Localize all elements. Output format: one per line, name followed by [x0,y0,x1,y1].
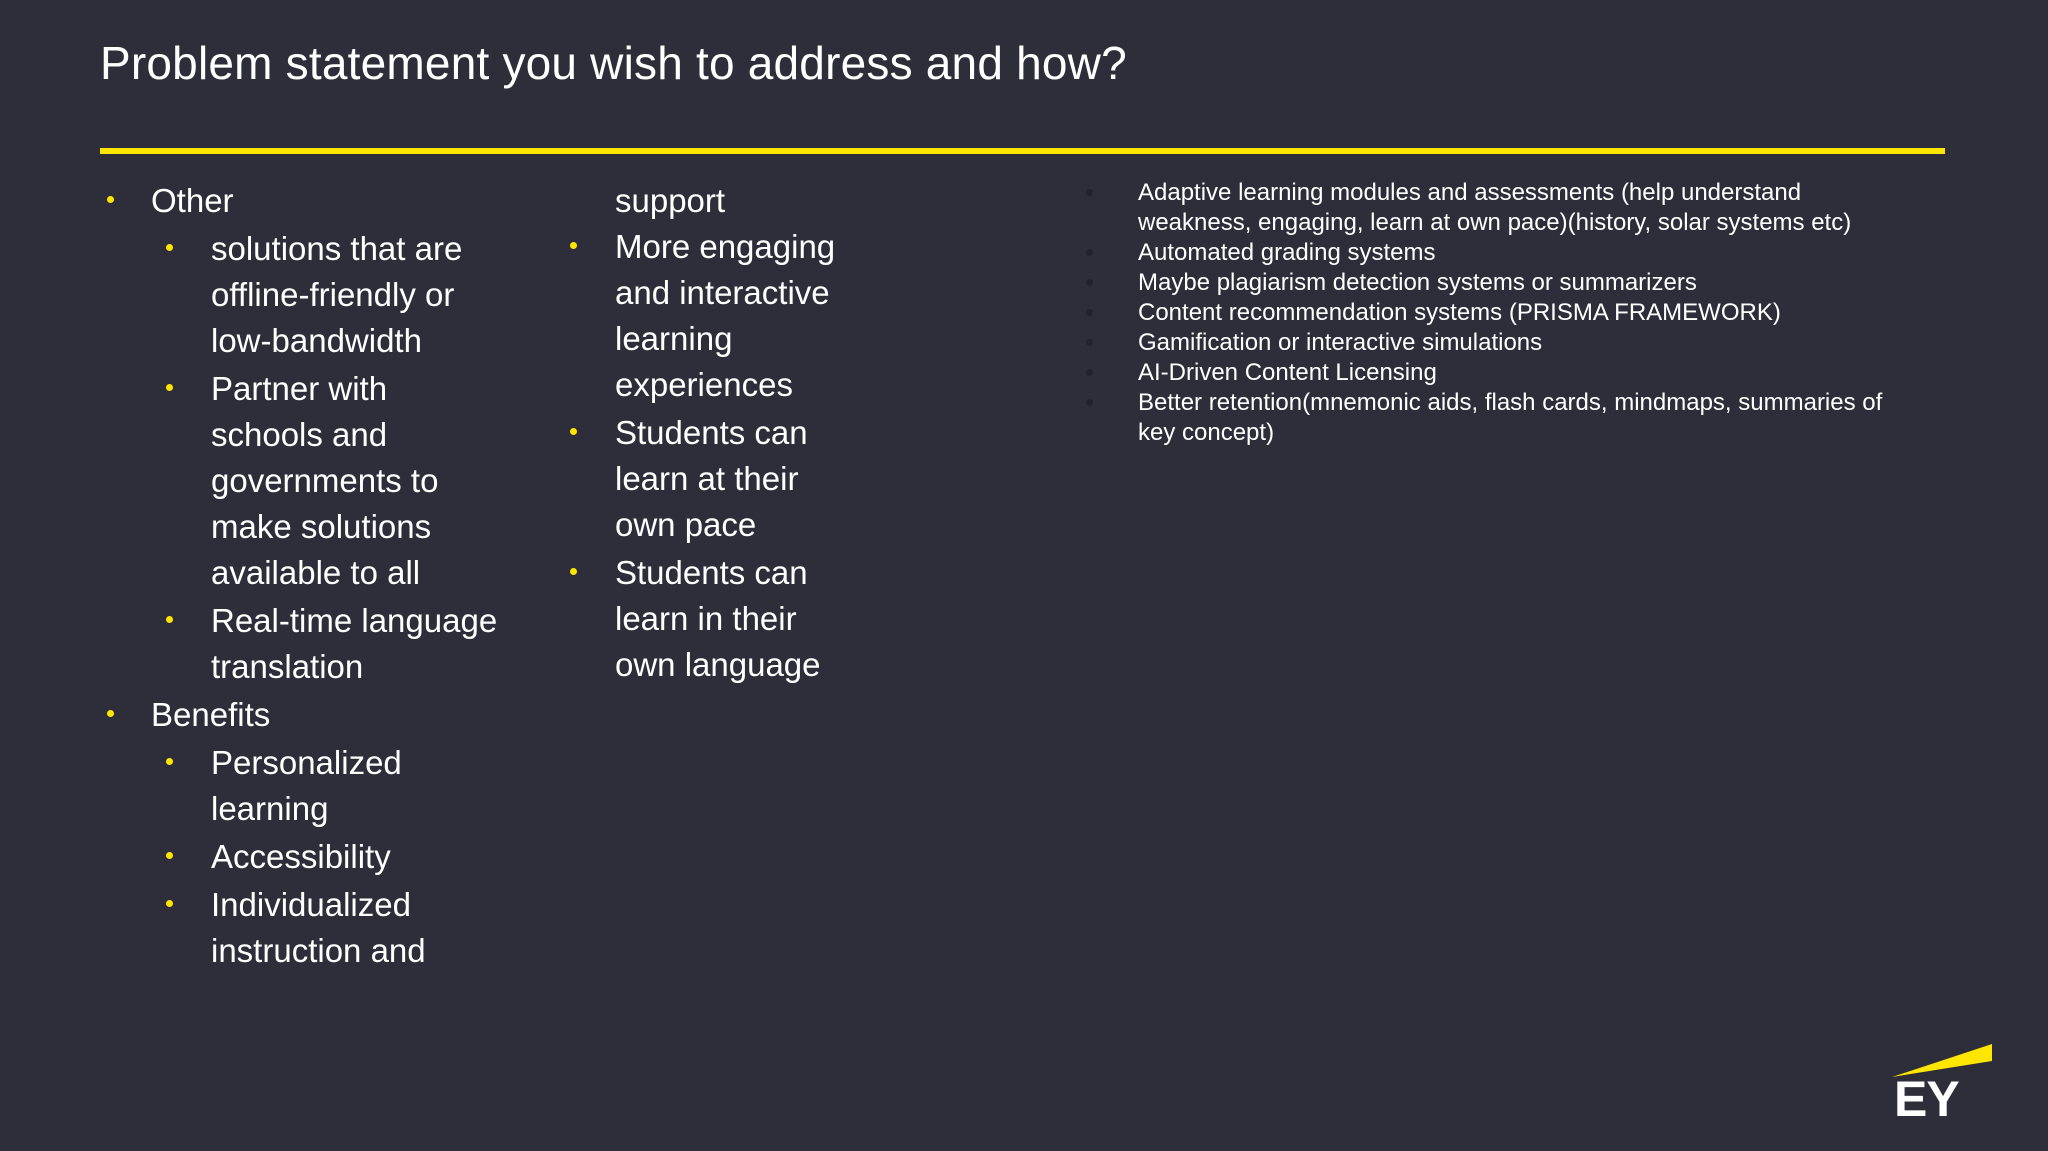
bullet-text: Students can learn in their own language [615,554,821,683]
bullet-dot-icon [1086,249,1093,256]
bullet-text: Benefits [151,696,271,733]
continuation-text: support [615,182,726,219]
bullet-dot-icon [166,852,173,859]
bullet-item: Gamification or interactive simulations [1086,328,1886,358]
bullet-item: Benefits [104,692,504,738]
bullet-text: Individualized instruction and [211,886,426,969]
bullet-item: Maybe plagiarism detection systems or su… [1086,268,1886,298]
bullet-dot-icon [1086,369,1093,376]
bullet-dot-icon [1086,189,1093,196]
bullet-text: solutions that are offline-friendly or l… [211,230,463,359]
bullet-text: Personalized learning [211,744,402,827]
ey-logo: EY [1886,1038,1996,1133]
bullet-text: More engaging and interactive learning e… [615,228,836,403]
bullet-item: Real-time language translation [104,598,504,690]
ey-beam-icon [1892,1044,1992,1077]
bullet-dot-icon [1086,279,1093,286]
bullet-text: Automated grading systems [1138,239,1436,266]
bullet-text: Partner with schools and governments to … [211,370,439,591]
bullet-item: Adaptive learning modules and assessment… [1086,178,1886,238]
content-columns: Other solutions that are offline-friendl… [0,178,2048,1018]
bullet-text: Real-time language translation [211,602,498,685]
bullet-text: Content recommendation systems (PRISMA F… [1138,299,1781,326]
bullet-dot-icon [107,196,114,203]
title-divider-rule [100,148,1945,154]
bullet-item: Other [104,178,504,224]
bullet-item: solutions that are offline-friendly or l… [104,226,504,364]
bullet-dot-icon [166,900,173,907]
bullet-text: Gamification or interactive simulations [1138,329,1543,356]
bullet-item: Content recommendation systems (PRISMA F… [1086,298,1886,328]
bullet-text: Maybe plagiarism detection systems or su… [1138,269,1697,296]
bullet-text: Accessibility [211,838,391,875]
bullet-text: Students can learn at their own pace [615,414,808,543]
bullet-item: Accessibility [104,834,504,880]
bullet-text: Adaptive learning modules and assessment… [1138,179,1852,236]
bullet-dot-icon [107,710,114,717]
bullet-item: Students can learn at their own pace [508,410,838,548]
page-title: Problem statement you wish to address an… [100,37,1127,89]
bullet-item: Students can learn in their own language [508,550,838,688]
content-column-1: Other solutions that are offline-friendl… [104,178,504,976]
bullet-item: Personalized learning [104,740,504,832]
bullet-dot-icon [166,244,173,251]
bullet-dot-icon [570,428,577,435]
bullet-dot-icon [166,616,173,623]
bullet-dot-icon [1086,339,1093,346]
bullet-dot-icon [570,568,577,575]
content-column-3: Adaptive learning modules and assessment… [1086,178,1886,448]
ey-wordmark: EY [1894,1071,1960,1127]
bullet-dot-icon [166,384,173,391]
bullet-item: Individualized instruction and [104,882,504,974]
bullet-item: Automated grading systems [1086,238,1886,268]
bullet-text: Other [151,182,234,219]
bullet-dot-icon [1086,399,1093,406]
bullet-dot-icon [570,242,577,249]
content-column-2: support More engaging and interactive le… [508,178,838,690]
bullet-dot-icon [166,758,173,765]
bullet-text: AI-Driven Content Licensing [1138,359,1437,386]
bullet-item: Better retention(mnemonic aids, flash ca… [1086,388,1886,448]
bullet-item: Partner with schools and governments to … [104,366,504,596]
bullet-dot-icon [1086,309,1093,316]
bullet-item: More engaging and interactive learning e… [508,224,838,408]
bullet-text: Better retention(mnemonic aids, flash ca… [1138,389,1883,446]
bullet-item: AI-Driven Content Licensing [1086,358,1886,388]
